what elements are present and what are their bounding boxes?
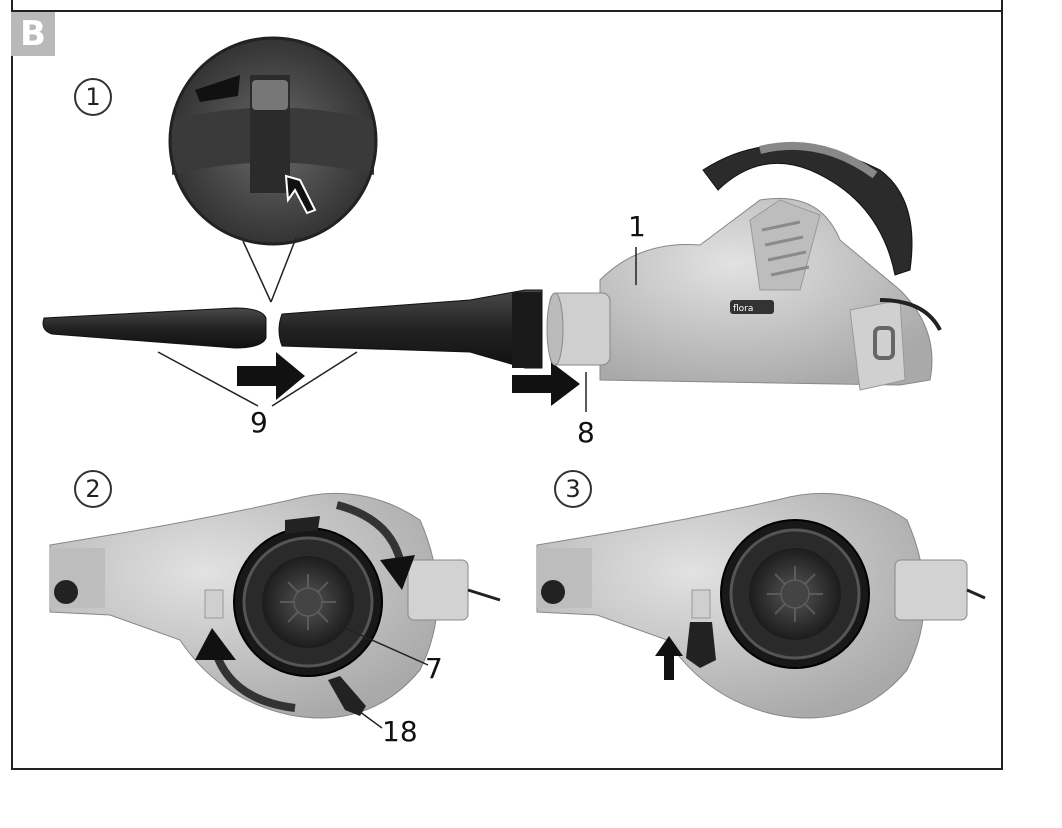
top-border [11,10,1003,12]
push-arrow-2 [512,362,580,406]
figure-badge: B [11,12,55,56]
label-tube: 9 [250,406,268,439]
front-tube [42,307,267,349]
rotate-arrow-cw [335,501,415,590]
blower-bottom-view-1 [49,492,501,719]
rear-tube [278,289,543,369]
detail-zoom-circle [168,36,378,246]
push-arrow-up [655,636,683,680]
figure-frame [11,0,1003,770]
step-2-marker: 2 [74,470,112,508]
blower-bottom-view-2 [536,492,986,719]
label-housing: 1 [628,210,646,243]
rotate-arrow-ccw [195,628,296,712]
label-impeller-cover: 7 [425,652,443,685]
brand-logo-text: flora [733,304,753,314]
blower-body: flora [546,141,942,391]
label-lock-knob: 18 [382,715,418,748]
step-1-marker: 1 [74,78,112,116]
step-3-marker: 3 [554,470,592,508]
push-arrow-1 [237,352,305,400]
label-blow-outlet: 8 [577,416,595,449]
